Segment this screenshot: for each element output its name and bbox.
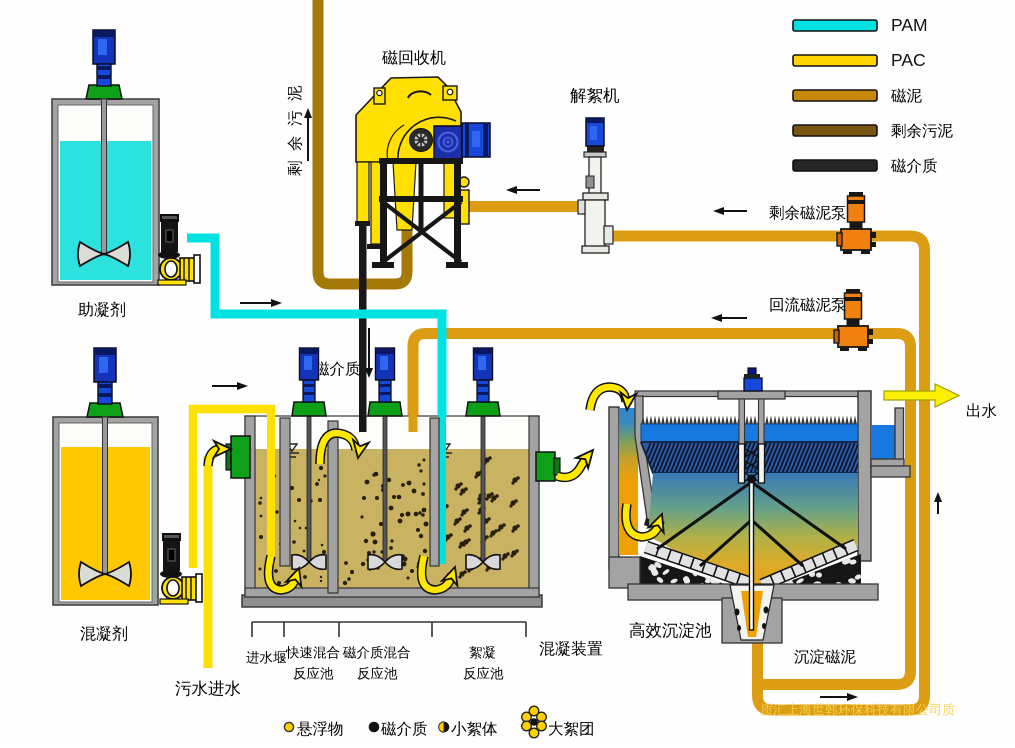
svg-text:PAC: PAC bbox=[891, 50, 926, 70]
svg-text:PAM: PAM bbox=[891, 15, 928, 35]
